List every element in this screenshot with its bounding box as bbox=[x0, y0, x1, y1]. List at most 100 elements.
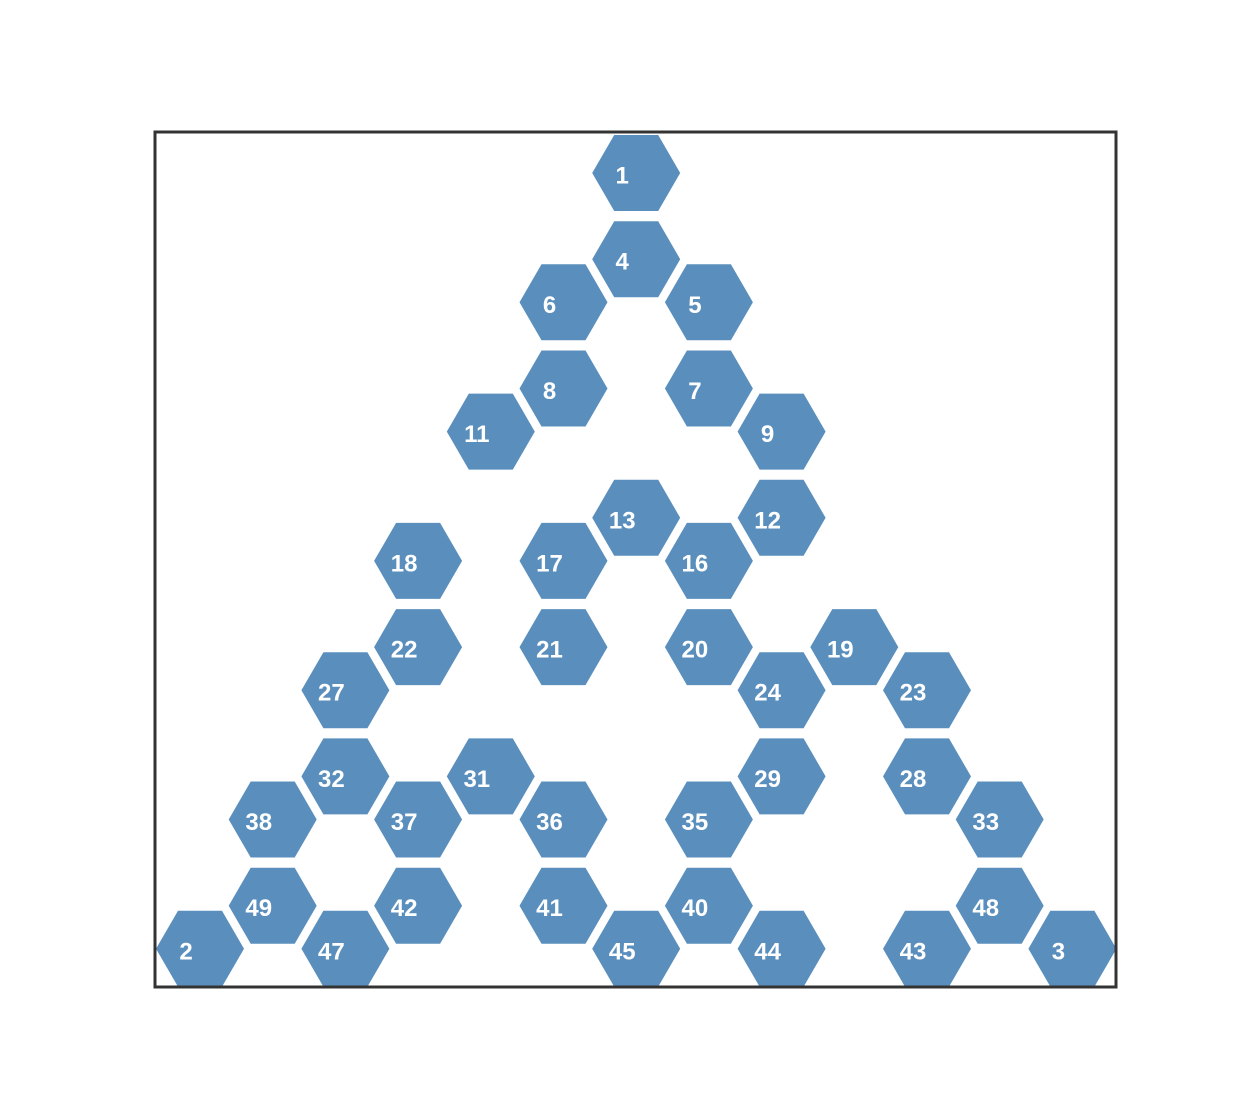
hex-cell-8: 8 bbox=[519, 350, 608, 427]
hex-label: 8 bbox=[543, 378, 556, 405]
diagram-frame bbox=[153, 130, 1118, 989]
hex-label: 31 bbox=[463, 766, 490, 793]
hex-cell-28: 28 bbox=[883, 738, 971, 815]
hex-label: 43 bbox=[900, 938, 927, 965]
hex-shape bbox=[664, 522, 753, 599]
hex-shape bbox=[374, 609, 463, 686]
hex-shape bbox=[737, 910, 826, 987]
hex-shape bbox=[519, 867, 608, 944]
hex-label: 35 bbox=[682, 809, 709, 836]
hex-cell-49: 49 bbox=[228, 867, 317, 944]
hex-label: 36 bbox=[536, 809, 563, 836]
hex-cell-21: 21 bbox=[519, 609, 608, 686]
hex-shape bbox=[301, 910, 390, 987]
hex-cell-29: 29 bbox=[737, 738, 826, 815]
hex-label: 47 bbox=[318, 938, 345, 965]
hex-shape bbox=[883, 738, 971, 815]
hex-shape bbox=[446, 393, 535, 470]
hex-cell-19: 19 bbox=[810, 609, 899, 686]
hex-shape bbox=[156, 910, 244, 987]
hex-cell-47: 47 bbox=[301, 910, 390, 987]
hex-label: 24 bbox=[754, 680, 781, 707]
hex-shape bbox=[955, 867, 1044, 944]
hex-label: 3 bbox=[1052, 938, 1065, 965]
hex-cell-27: 27 bbox=[301, 652, 390, 729]
hex-shape bbox=[737, 652, 826, 729]
hex-cell-45: 45 bbox=[592, 910, 681, 987]
hex-cell-3: 3 bbox=[1028, 910, 1116, 987]
hex-cell-18: 18 bbox=[374, 522, 463, 599]
hex-label: 42 bbox=[391, 895, 418, 922]
hex-label: 33 bbox=[972, 809, 999, 836]
hex-label: 7 bbox=[688, 378, 701, 405]
hex-shape bbox=[228, 781, 317, 858]
hex-label: 17 bbox=[536, 550, 563, 577]
hex-label: 38 bbox=[245, 809, 272, 836]
hex-label: 44 bbox=[754, 938, 781, 965]
hex-label: 1 bbox=[616, 163, 629, 190]
hex-label: 37 bbox=[391, 809, 418, 836]
hex-shape bbox=[592, 221, 681, 298]
hex-shape bbox=[592, 135, 681, 211]
hex-label: 45 bbox=[609, 938, 636, 965]
hex-shape bbox=[519, 781, 608, 858]
hex-cell-48: 48 bbox=[955, 867, 1044, 944]
hex-shape bbox=[374, 867, 463, 944]
hex-label: 21 bbox=[536, 637, 563, 664]
hex-label: 48 bbox=[972, 895, 999, 922]
hex-shape bbox=[1028, 910, 1116, 987]
hex-cell-44: 44 bbox=[737, 910, 826, 987]
hex-cell-7: 7 bbox=[664, 350, 753, 427]
hex-cell-9: 9 bbox=[737, 393, 826, 470]
hex-shape bbox=[519, 264, 608, 341]
hex-label: 5 bbox=[688, 292, 701, 319]
hex-cell-20: 20 bbox=[664, 609, 753, 686]
hex-cell-38: 38 bbox=[228, 781, 317, 858]
hex-cell-5: 5 bbox=[664, 264, 753, 341]
hex-shape bbox=[737, 393, 826, 470]
hex-cell-6: 6 bbox=[519, 264, 608, 341]
hex-cell-22: 22 bbox=[374, 609, 463, 686]
hex-cell-35: 35 bbox=[664, 781, 753, 858]
hex-shape bbox=[664, 867, 753, 944]
hex-shape bbox=[519, 350, 608, 427]
hex-shape bbox=[737, 738, 826, 815]
hex-cell-33: 33 bbox=[955, 781, 1044, 858]
hex-shape bbox=[664, 264, 753, 341]
hex-label: 16 bbox=[682, 550, 709, 577]
hex-label: 20 bbox=[682, 637, 709, 664]
hex-shape bbox=[519, 522, 608, 599]
hex-shape bbox=[374, 522, 463, 599]
hex-cell-2: 2 bbox=[156, 910, 244, 987]
hex-label: 6 bbox=[543, 292, 556, 319]
hex-cell-23: 23 bbox=[883, 652, 971, 729]
hex-label: 4 bbox=[616, 249, 630, 276]
hex-shape bbox=[664, 781, 753, 858]
hex-cell-43: 43 bbox=[883, 910, 971, 987]
hex-shape bbox=[228, 867, 317, 944]
hex-cell-37: 37 bbox=[374, 781, 463, 858]
hex-shape bbox=[883, 652, 971, 729]
hex-shape bbox=[664, 350, 753, 427]
hex-label: 29 bbox=[754, 766, 781, 793]
hex-cell-42: 42 bbox=[374, 867, 463, 944]
hex-cell-17: 17 bbox=[519, 522, 608, 599]
hex-label: 22 bbox=[391, 637, 418, 664]
hex-shape bbox=[301, 738, 390, 815]
hex-cell-36: 36 bbox=[519, 781, 608, 858]
hex-cell-13: 13 bbox=[592, 479, 681, 556]
hex-label: 13 bbox=[609, 507, 636, 534]
hex-label: 2 bbox=[179, 938, 192, 965]
hex-shape bbox=[955, 781, 1044, 858]
hex-cell-1: 1 bbox=[592, 135, 681, 211]
hex-cell-24: 24 bbox=[737, 652, 826, 729]
hex-shape bbox=[446, 738, 535, 815]
hex-shape bbox=[883, 910, 971, 987]
hex-label: 12 bbox=[754, 507, 781, 534]
hex-cell-41: 41 bbox=[519, 867, 608, 944]
hex-label: 49 bbox=[245, 895, 272, 922]
hex-shape bbox=[810, 609, 899, 686]
hex-cell-4: 4 bbox=[592, 221, 681, 298]
hex-shape bbox=[664, 609, 753, 686]
